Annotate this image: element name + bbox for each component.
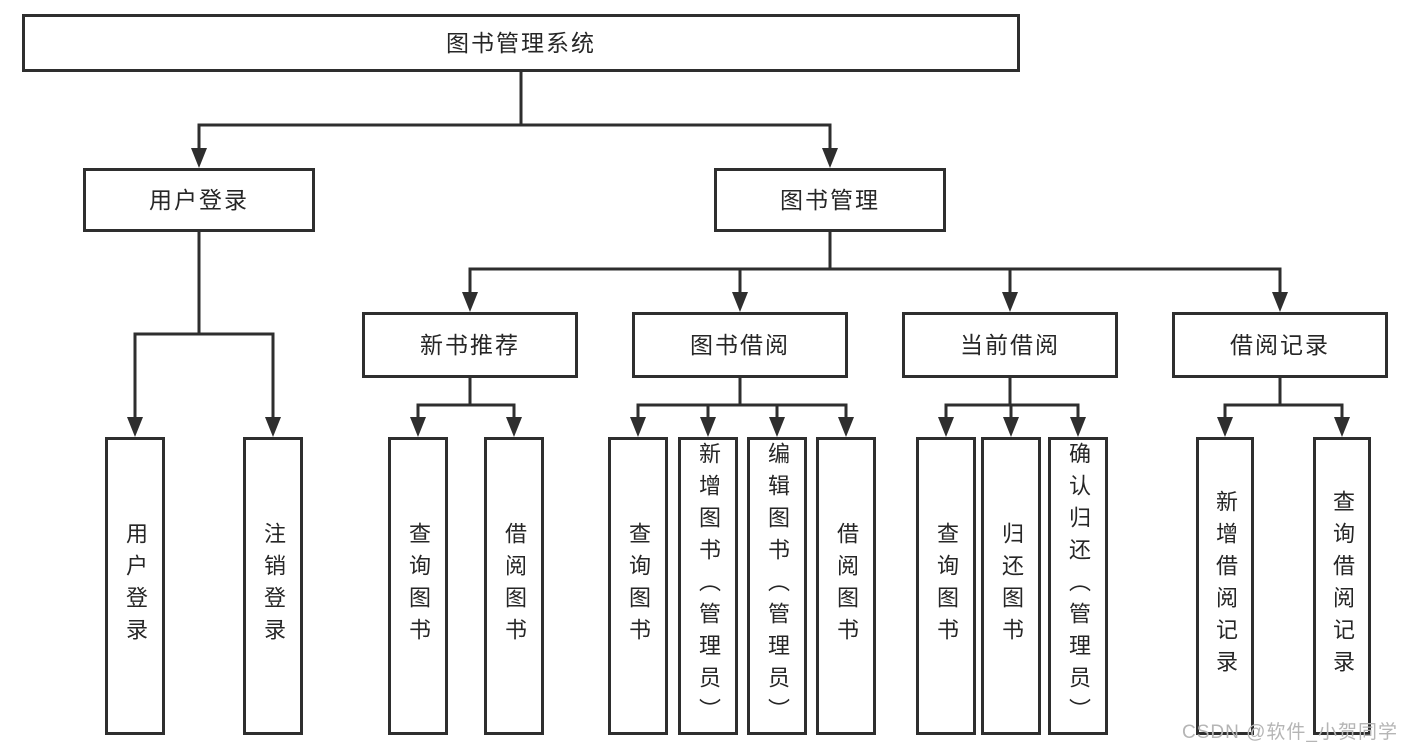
connector-root-to-level2 bbox=[191, 72, 838, 168]
leaf-borrow-add-admin-label: 新增图书（管理员） bbox=[696, 442, 721, 730]
leaf-add-borrow-record: 新增借阅记录 bbox=[1196, 437, 1254, 735]
leaf-add-borrow-record-label: 新增借阅记录 bbox=[1213, 490, 1238, 682]
leaf-borrow-add-admin: 新增图书（管理员） bbox=[678, 437, 738, 735]
leaf-current-query: 查询图书 bbox=[916, 437, 976, 735]
node-borrow-records: 借阅记录 bbox=[1172, 312, 1388, 378]
connector-user-login-to-leaves bbox=[127, 232, 281, 437]
connector-new-books-to-leaves bbox=[410, 378, 522, 437]
node-book-borrow: 图书借阅 bbox=[632, 312, 848, 378]
node-user-login: 用户登录 bbox=[83, 168, 315, 232]
node-root-system-label: 图书管理系统 bbox=[446, 29, 596, 56]
leaf-logout-label: 注销登录 bbox=[261, 522, 286, 650]
watermark: CSDN @软件_小贺同学 bbox=[1182, 722, 1398, 743]
node-book-management-label: 图书管理 bbox=[780, 186, 880, 213]
node-current-borrow: 当前借阅 bbox=[902, 312, 1118, 378]
node-new-book-recommend-label: 新书推荐 bbox=[420, 331, 520, 358]
node-root-system: 图书管理系统 bbox=[22, 14, 1020, 72]
leaf-user-login: 用户登录 bbox=[105, 437, 165, 735]
leaf-borrow-query-label: 查询图书 bbox=[626, 522, 651, 650]
leaf-confirm-return-admin-label: 确认归还（管理员） bbox=[1066, 442, 1091, 730]
leaf-return-book: 归还图书 bbox=[981, 437, 1041, 735]
node-user-login-label: 用户登录 bbox=[149, 186, 249, 213]
leaf-borrow-edit-admin-label: 编辑图书（管理员） bbox=[765, 442, 790, 730]
node-current-borrow-label: 当前借阅 bbox=[960, 331, 1060, 358]
connector-book-borrow-to-leaves bbox=[630, 378, 854, 437]
leaf-borrow-edit-admin: 编辑图书（管理员） bbox=[747, 437, 807, 735]
leaf-query-borrow-record: 查询借阅记录 bbox=[1313, 437, 1371, 735]
connector-borrow-records-to-leaves bbox=[1217, 378, 1350, 437]
leaf-query-borrow-record-label: 查询借阅记录 bbox=[1330, 490, 1355, 682]
leaf-newbooks-query-label: 查询图书 bbox=[406, 522, 431, 650]
leaf-logout: 注销登录 bbox=[243, 437, 303, 735]
leaf-borrow-query: 查询图书 bbox=[608, 437, 668, 735]
node-book-borrow-label: 图书借阅 bbox=[690, 331, 790, 358]
leaf-borrow-book-label: 借阅图书 bbox=[834, 522, 859, 650]
leaf-return-book-label: 归还图书 bbox=[999, 522, 1024, 650]
connector-current-borrow-to-leaves bbox=[938, 378, 1086, 437]
node-book-management: 图书管理 bbox=[714, 168, 946, 232]
leaf-current-query-label: 查询图书 bbox=[934, 522, 959, 650]
leaf-confirm-return-admin: 确认归还（管理员） bbox=[1048, 437, 1108, 735]
connector-book-mgmt-to-level3 bbox=[462, 232, 1288, 312]
leaf-user-login-label: 用户登录 bbox=[123, 522, 148, 650]
leaf-newbooks-borrow-label: 借阅图书 bbox=[502, 522, 527, 650]
leaf-borrow-book: 借阅图书 bbox=[816, 437, 876, 735]
leaf-newbooks-query: 查询图书 bbox=[388, 437, 448, 735]
leaf-newbooks-borrow: 借阅图书 bbox=[484, 437, 544, 735]
node-new-book-recommend: 新书推荐 bbox=[362, 312, 578, 378]
node-borrow-records-label: 借阅记录 bbox=[1230, 331, 1330, 358]
